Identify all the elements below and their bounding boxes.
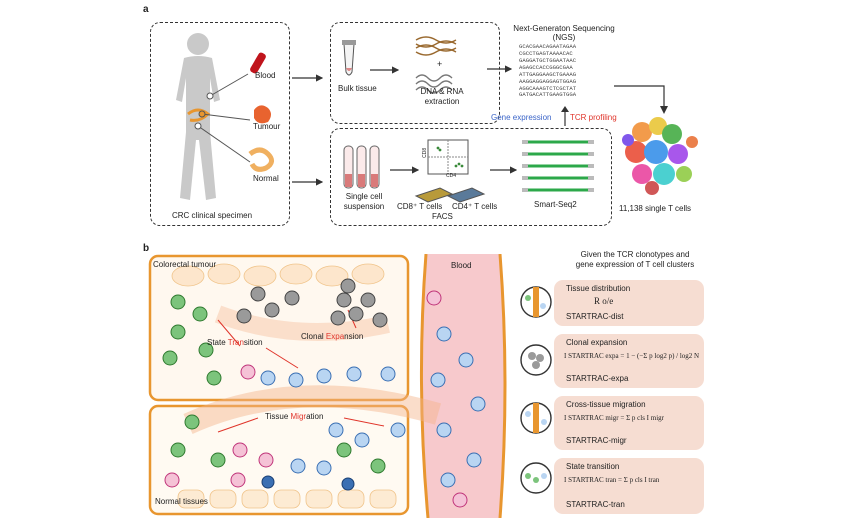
cd4-axis-label: CD4 bbox=[446, 173, 457, 179]
specimen-arrows bbox=[292, 74, 324, 186]
ngs-title: Next-Generaton Sequencing bbox=[513, 24, 615, 33]
smartseq-label: Smart-Seq2 bbox=[534, 200, 577, 209]
single-cell-workflow-illustration bbox=[343, 139, 594, 203]
sequence-line: AAGGAGGAGGAGTGGAG bbox=[519, 77, 577, 85]
metric-migr-formula: I STARTRAC migr = Σ p cls I migr bbox=[564, 414, 664, 422]
bulk-tissue-label: Bulk tissue bbox=[338, 84, 377, 93]
sequence-line: CGCCTGAGTAAAACAC bbox=[519, 49, 573, 57]
sequence-list: GCACGAACAGAATAGAA CGCCTGAGTAAAACAC GAGGA… bbox=[519, 43, 577, 99]
clonal-expansion-icon bbox=[520, 344, 552, 376]
state-transition-label-highlight: Tran bbox=[227, 338, 244, 347]
bulk-to-ngs-arrow bbox=[487, 65, 513, 73]
cd8-plate-icon bbox=[414, 187, 454, 203]
sequence-line: GAGGATGCTGGAATAAC bbox=[519, 56, 577, 64]
bulk-workflow-illustration bbox=[342, 36, 457, 94]
smartseq-reads-icon bbox=[526, 140, 590, 192]
metric-tran-name: STARTRAC-tran bbox=[566, 500, 625, 509]
given-line-2: gene expression of T cell clusters bbox=[575, 260, 695, 269]
tcr-profiling-label: TCR profiling bbox=[570, 113, 617, 122]
cd4-plate-icon bbox=[446, 187, 486, 203]
state-transition-icon bbox=[520, 462, 552, 494]
panel-label-a: a bbox=[143, 4, 149, 15]
metric-tran-title: State transition bbox=[566, 462, 620, 471]
sequence-line: AGAGCCACCGGGCGAA bbox=[519, 63, 573, 71]
sequence-line: GCACGAACAGAATAGAA bbox=[519, 43, 577, 50]
rna-icon bbox=[415, 74, 453, 94]
metric-expa-box: Clonal expansion I STARTRAC expa = 1 − (… bbox=[554, 334, 704, 388]
tumour-icon bbox=[254, 105, 271, 124]
metric-dist-title: Tissue distribution bbox=[566, 284, 631, 293]
clonal-expansion-label-highlight: Expa bbox=[325, 332, 345, 341]
metric-expa-formula: I STARTRAC expa = 1 − (−Σ p log2 p) / lo… bbox=[564, 352, 700, 360]
gene-expression-label: Gene expression bbox=[491, 113, 552, 122]
single-cell-workflow-box bbox=[330, 128, 612, 226]
sequence-line: ATTGAGGAAGCTGAAAG bbox=[519, 70, 577, 78]
state-transition-label: State Transition bbox=[207, 338, 263, 347]
state-transition-label-part: State bbox=[207, 338, 228, 347]
source-blood-label: Blood bbox=[255, 71, 276, 80]
cd8-cells-label: CD8⁺ T cells bbox=[397, 202, 443, 211]
tissue-migration-label-highlight: Migr bbox=[290, 412, 307, 421]
normal-tissue-icon bbox=[248, 147, 274, 172]
tissue-migration-label: Tissue Migration bbox=[265, 412, 323, 421]
blood-vessel-label: Blood bbox=[451, 261, 472, 270]
facs-plot-icon bbox=[427, 139, 469, 175]
normal-tissues-label: Normal tissues bbox=[155, 497, 208, 506]
tissue-migration-label-part: ation bbox=[306, 412, 324, 421]
cd8-axis-label: CD8 bbox=[422, 147, 429, 158]
metric-tran-formula: I STARTRAC tran = Σ p cls I tran bbox=[564, 476, 660, 484]
bulk-tube-icon bbox=[342, 40, 356, 76]
tissue-distribution-icon bbox=[520, 286, 552, 318]
clonal-expansion-label-part: nsion bbox=[344, 332, 364, 341]
plus-sign: + bbox=[437, 59, 443, 69]
metric-icons bbox=[520, 286, 552, 494]
facs-label: FACS bbox=[432, 212, 453, 221]
given-line-1: Given the TCR clonotypes and bbox=[580, 250, 690, 259]
metric-expa-title: Clonal expansion bbox=[566, 338, 628, 347]
tissue-scene-illustration bbox=[148, 254, 507, 518]
bulk-workflow-box bbox=[330, 22, 500, 124]
metric-dist-formula: R o/e bbox=[594, 296, 614, 306]
blood-tube-icon bbox=[250, 52, 266, 74]
single-cell-label: Single cell bbox=[345, 192, 383, 201]
clinical-specimen-box bbox=[150, 22, 290, 226]
metric-tran-box: State transition I STARTRAC tran = Σ p c… bbox=[554, 458, 704, 514]
source-tumour-label: Tumour bbox=[253, 122, 281, 131]
cd4-cells-label: CD4⁺ T cells bbox=[452, 202, 498, 211]
metric-dist-box: Tissue distribution R o/e STARTRAC-dist bbox=[554, 280, 704, 326]
sequence-line: GATGACATTGAAGTGGA bbox=[519, 91, 577, 99]
ngs-subtitle: (NGS) bbox=[552, 33, 576, 42]
metric-dist-name: STARTRAC-dist bbox=[566, 312, 624, 321]
sequence-line: AGGCAAAGTCTCGCTAT bbox=[519, 84, 577, 92]
metric-migr-title: Cross-tissue migration bbox=[566, 400, 646, 409]
specimen-caption: CRC clinical specimen bbox=[172, 211, 253, 220]
ngs-up-arrow bbox=[561, 106, 569, 126]
human-figure-illustration bbox=[176, 33, 274, 200]
dna-rna-label: DNA & RNA bbox=[420, 87, 464, 96]
clonal-expansion-label-part: Clonal bbox=[301, 332, 326, 341]
dna-icon bbox=[415, 36, 457, 56]
panel-label-b: b bbox=[143, 243, 150, 254]
tissue-migration-label-part: Tissue bbox=[265, 412, 291, 421]
migration-icon bbox=[520, 402, 552, 434]
metric-expa-name: STARTRAC-expa bbox=[566, 374, 629, 383]
metric-migr-box: Cross-tissue migration I STARTRAC migr =… bbox=[554, 396, 704, 450]
extraction-label: extraction bbox=[424, 97, 460, 106]
total-cells-label: 11,138 single T cells bbox=[619, 204, 692, 213]
colorectal-tumour-label: Colorectal tumour bbox=[153, 260, 217, 269]
ngs-to-tsne-arrow bbox=[614, 85, 668, 114]
source-normal-label: Normal bbox=[253, 174, 279, 183]
suspension-label: suspension bbox=[343, 202, 385, 211]
state-transition-label-part: sition bbox=[243, 338, 263, 347]
tsne-plot-illustration bbox=[622, 117, 698, 195]
metric-migr-name: STARTRAC-migr bbox=[566, 436, 627, 445]
clonal-expansion-label: Clonal Expansion bbox=[301, 332, 363, 341]
